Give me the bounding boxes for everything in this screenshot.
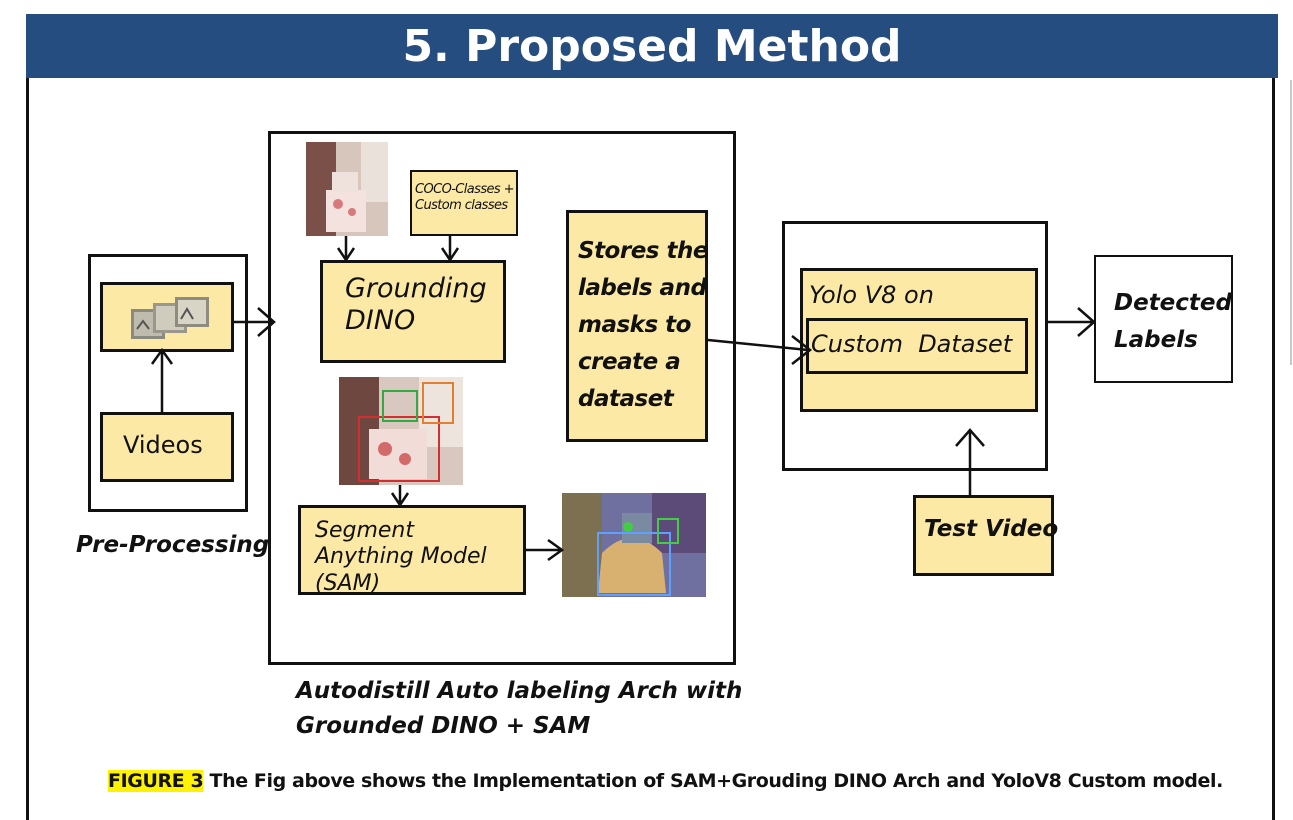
custom-dataset-label: Custom Dataset bbox=[811, 330, 1013, 358]
videos-label: Videos bbox=[123, 431, 203, 459]
page-title: 5. Proposed Method bbox=[402, 20, 902, 72]
yolo-container-box bbox=[782, 221, 1048, 471]
yolo-title-label: Yolo V8 on bbox=[809, 281, 934, 309]
side-divider bbox=[1290, 80, 1292, 365]
arrow-testvideo-to-yolo bbox=[955, 428, 985, 495]
title-banner: 5. Proposed Method bbox=[26, 14, 1278, 78]
preprocessing-label: Pre-Processing bbox=[76, 532, 270, 558]
figure-caption: FIGURE 3 The Fig above shows the Impleme… bbox=[108, 770, 1223, 792]
grounding-dino-label: Grounding DINO bbox=[345, 273, 487, 337]
videos-box: Videos bbox=[100, 412, 234, 482]
arrow-detected-to-sam bbox=[390, 485, 410, 508]
arrow-videos-to-frames bbox=[150, 347, 174, 412]
detected-cake-photo bbox=[339, 377, 463, 485]
grounding-dino-box: Grounding DINO bbox=[320, 260, 506, 363]
arrow-sam-to-mask bbox=[526, 538, 565, 562]
test-video-label: Test Video bbox=[924, 516, 1059, 542]
frame-right-border bbox=[1272, 78, 1275, 820]
video-frames-thumbnail bbox=[131, 295, 211, 341]
autodistill-caption: Autodistill Auto labeling Arch with Grou… bbox=[296, 678, 743, 739]
arrow-yolo-to-output bbox=[1048, 307, 1096, 337]
figure-caption-text: The Fig above shows the Implementation o… bbox=[203, 770, 1224, 792]
figure-tag: FIGURE 3 bbox=[108, 770, 204, 792]
detected-labels-box: Detected Labels bbox=[1094, 255, 1233, 383]
arrow-classes-to-grounding bbox=[440, 236, 460, 263]
arrow-preprocessing-to-autodistill bbox=[234, 307, 276, 337]
arrow-photo-to-grounding bbox=[336, 236, 356, 263]
sam-box: Segment Anything Model (SAM) bbox=[298, 505, 526, 596]
stores-box: Stores the labels and masks to create a … bbox=[566, 210, 708, 442]
classes-box: COCO-Classes + Custom classes bbox=[410, 170, 518, 236]
wedding-cake-photo bbox=[306, 142, 388, 236]
arrow-stores-to-yolo bbox=[707, 335, 813, 365]
stores-label: Stores the labels and masks to create a … bbox=[578, 238, 708, 412]
autodistill-box bbox=[268, 131, 736, 665]
frame-left-border bbox=[26, 78, 29, 820]
video-frames-box bbox=[100, 282, 234, 352]
segmented-mask-photo bbox=[562, 493, 706, 597]
detected-labels-label: Detected Labels bbox=[1114, 290, 1232, 353]
custom-dataset-box: Custom Dataset bbox=[806, 318, 1028, 374]
sam-label: Segment Anything Model (SAM) bbox=[315, 518, 487, 596]
test-video-box: Test Video bbox=[913, 495, 1058, 576]
preprocessing-box bbox=[88, 254, 248, 512]
classes-label: COCO-Classes + Custom classes bbox=[415, 182, 515, 213]
